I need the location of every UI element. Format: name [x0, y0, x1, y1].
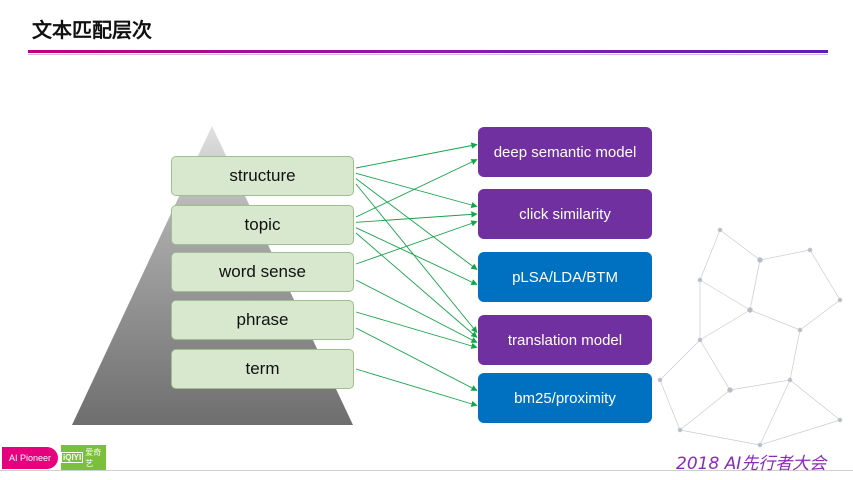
- title-underline: [28, 50, 828, 53]
- event-name: 2018 AI先行者大会: [676, 454, 827, 474]
- title-underline-light: [28, 54, 828, 55]
- model-click-similarity: click similarity: [478, 189, 652, 239]
- level-word-sense: word sense: [171, 252, 354, 292]
- network-decoration: [657, 227, 843, 448]
- iqiyi-logo-text: 爱奇艺: [85, 447, 102, 468]
- level-term: term: [171, 349, 354, 389]
- ai-pioneer-badge: AI Pioneer: [2, 447, 58, 469]
- level-topic: topic: [171, 205, 354, 245]
- iqiyi-logo-mark: iQIYI: [61, 452, 84, 463]
- footer-divider: [0, 470, 853, 471]
- model-translation-model: translation model: [478, 315, 652, 365]
- model-bm25-proximity: bm25/proximity: [478, 373, 652, 423]
- level-structure: structure: [171, 156, 354, 196]
- iqiyi-logo: iQIYI 爱奇艺: [61, 445, 106, 470]
- page-title: 文本匹配层次: [32, 18, 152, 42]
- model-plsa-lda-btm: pLSA/LDA/BTM: [478, 252, 652, 302]
- model-deep-semantic-model: deep semantic model: [478, 127, 652, 177]
- level-phrase: phrase: [171, 300, 354, 340]
